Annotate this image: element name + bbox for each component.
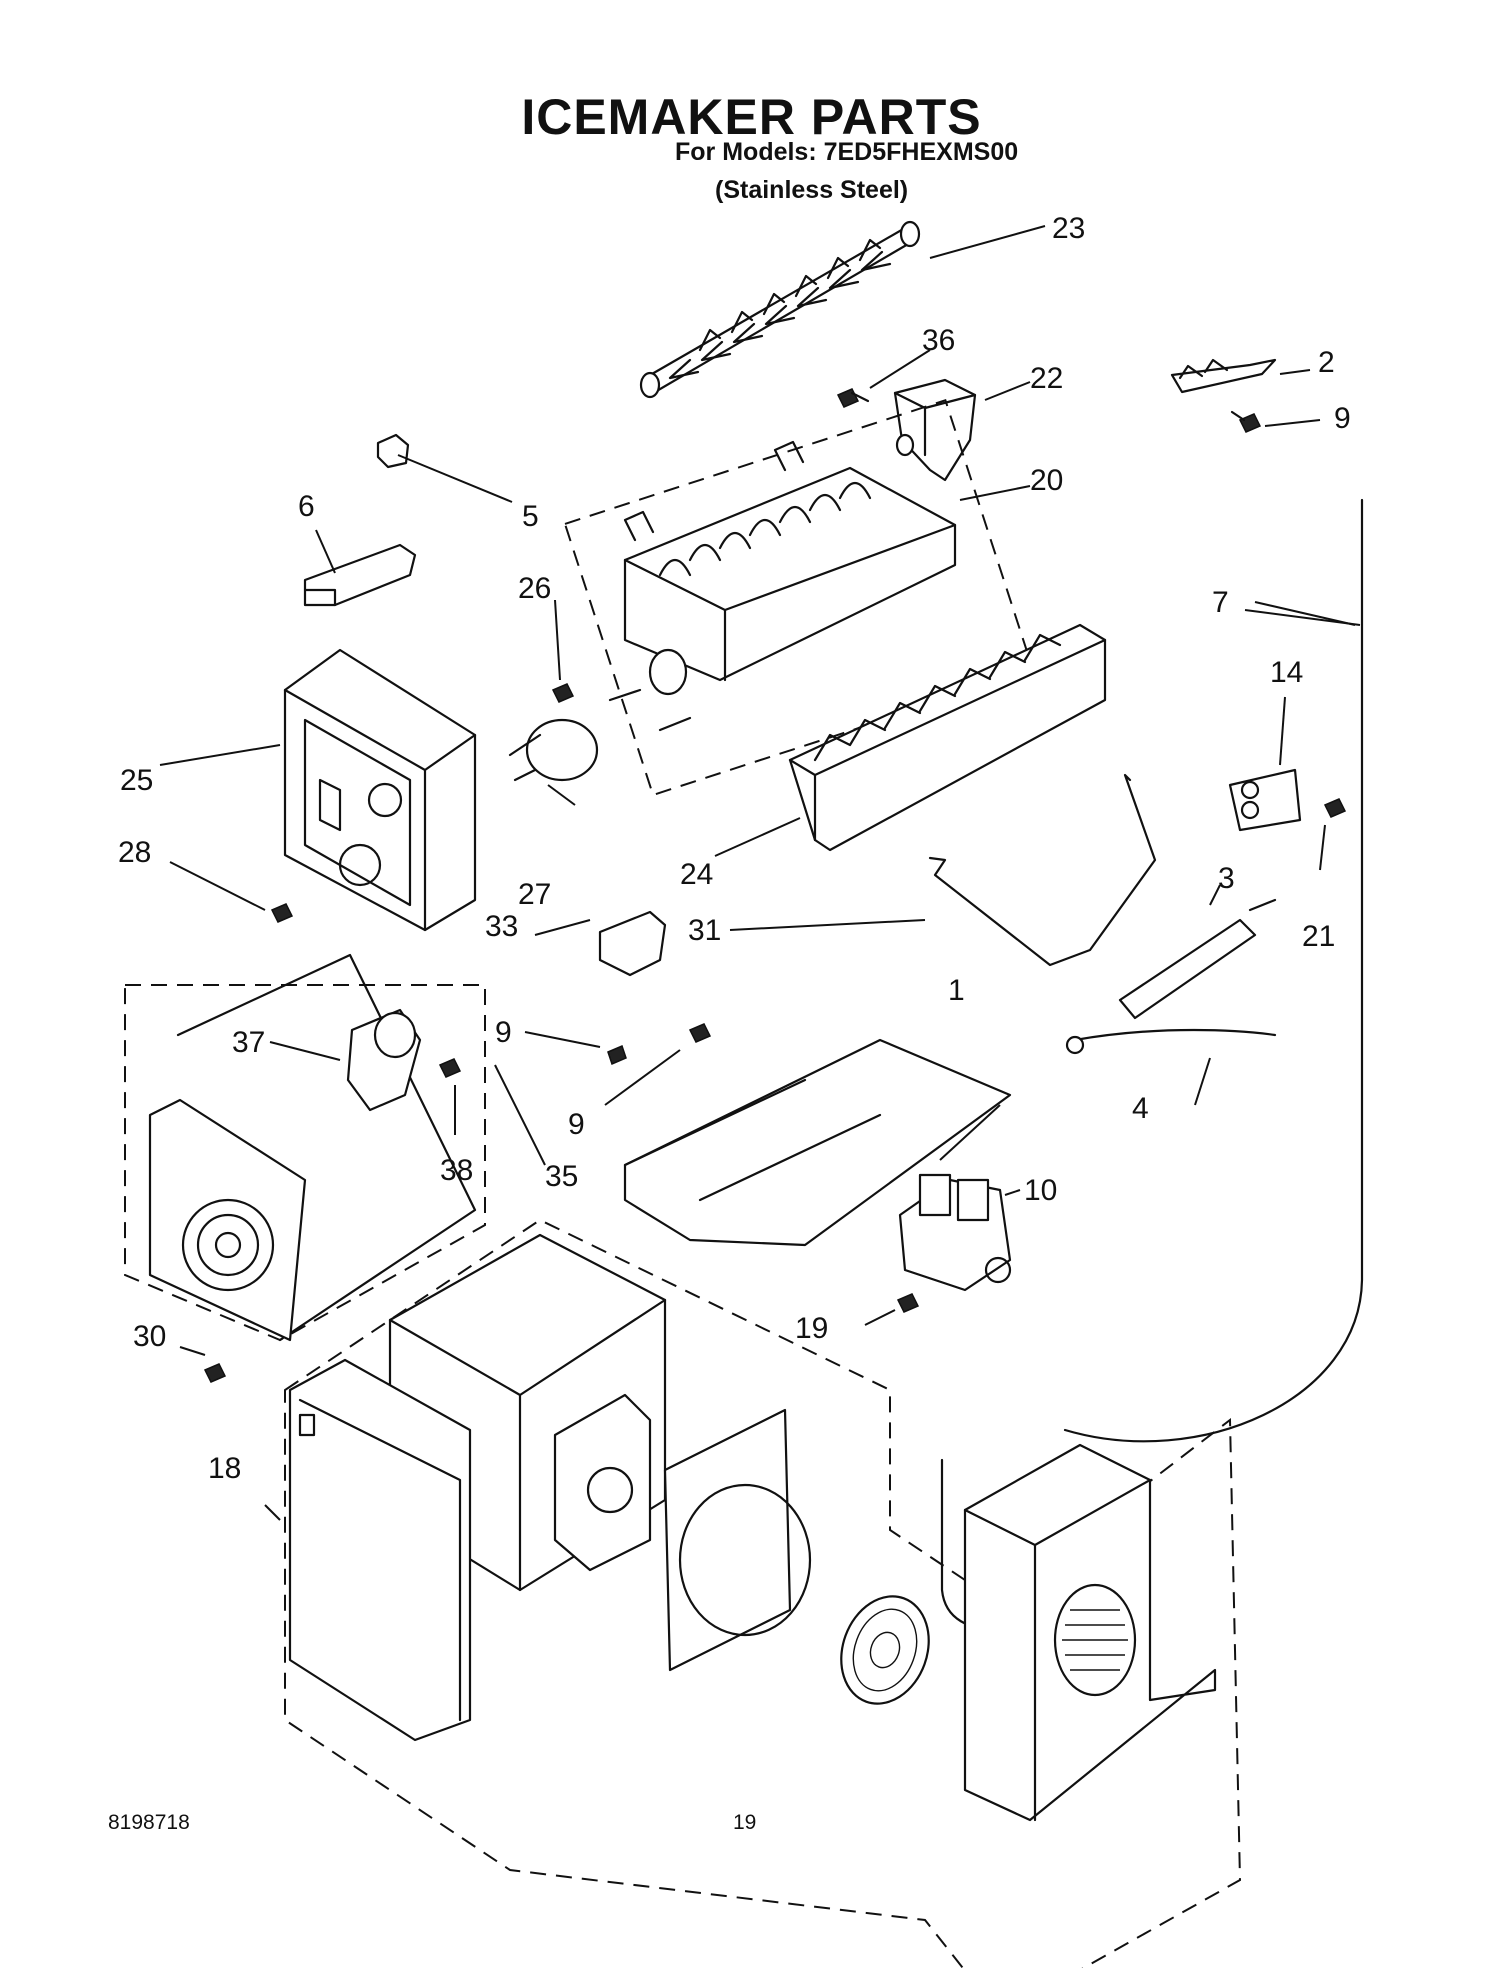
callout-37: 37 [232, 1026, 265, 1059]
part-9-screw-mid [607, 1023, 712, 1066]
callout-36: 36 [922, 324, 955, 357]
part-2-clip [1170, 358, 1277, 394]
callout-5: 5 [522, 500, 539, 533]
callout-18: 18 [208, 1452, 241, 1485]
callout-9-low: 9 [568, 1108, 585, 1141]
callout-2: 2 [1318, 346, 1335, 379]
part-4-hose [1065, 1028, 1277, 1055]
callout-6: 6 [298, 490, 315, 523]
part-26-clip [551, 683, 575, 703]
document-number: 8198718 [108, 1811, 190, 1834]
callout-10: 10 [1024, 1174, 1057, 1207]
callout-33: 33 [485, 910, 518, 943]
callout-14: 14 [1270, 656, 1303, 689]
duct-housing [963, 1443, 1217, 1822]
callout-7: 7 [1212, 586, 1229, 619]
callout-labels: 23 36 22 2 9 20 5 6 7 26 14 25 24 27 28 … [118, 212, 1351, 1485]
part-14-bracket [1228, 768, 1302, 832]
gear-module [148, 1098, 307, 1342]
part-6-cover [303, 543, 417, 607]
front-panel [288, 1358, 472, 1742]
callout-30: 30 [133, 1320, 166, 1353]
part-22-fill-cup [893, 378, 977, 482]
part-20-group-outline [563, 399, 1035, 797]
callout-25: 25 [120, 764, 153, 797]
callout-28: 28 [118, 836, 151, 869]
finish-line: (Stainless Steel) [715, 176, 909, 204]
part-38-screw [438, 1058, 462, 1078]
part-18-group-outline [284, 1218, 1242, 1968]
models-line: For Models: 7ED5FHEXMS00 [675, 138, 1019, 166]
group-edge [176, 953, 477, 1342]
callout-23: 23 [1052, 212, 1085, 245]
part-24-cover [788, 623, 1107, 852]
part-21-screw [1323, 798, 1347, 818]
part-1-shield [623, 1038, 1012, 1247]
part-30-screw [203, 1363, 227, 1383]
fan-blade [840, 1595, 930, 1705]
page-number: 19 [733, 1811, 757, 1834]
part-20-mold [608, 440, 957, 732]
part-37-shutoff-arm [346, 1008, 422, 1112]
callout-22: 22 [1030, 362, 1063, 395]
part-27-motor [508, 718, 599, 782]
part-36-screw [836, 388, 870, 408]
leader-lines [159, 225, 1361, 1521]
callout-20: 20 [1030, 464, 1063, 497]
part-19-screw [896, 1293, 920, 1313]
fan-motor [553, 1393, 652, 1572]
callout-9-mid: 9 [495, 1016, 512, 1049]
part-28-screw [270, 903, 294, 923]
fan-bracket [663, 1408, 812, 1672]
part-23-ejector [639, 220, 921, 399]
callout-4: 4 [1132, 1092, 1149, 1125]
part-33-bracket [598, 910, 667, 977]
callout-24: 24 [680, 858, 713, 891]
part-9-screw-top [1230, 410, 1262, 433]
callout-9-top: 9 [1334, 402, 1351, 435]
part-3-fill-tube [1118, 898, 1277, 1020]
callout-38: 38 [440, 1154, 473, 1187]
callout-21: 21 [1302, 920, 1335, 953]
page-title: ICEMAKER PARTS [521, 89, 982, 145]
part-5-clip [376, 433, 410, 469]
part-35-group-outline [124, 984, 486, 1342]
callout-27: 27 [518, 878, 551, 911]
callout-35: 35 [545, 1160, 578, 1193]
callout-1: 1 [948, 974, 965, 1007]
part-25-housing [283, 648, 477, 932]
callout-3: 3 [1218, 862, 1235, 895]
callout-31: 31 [688, 914, 721, 947]
part-31-shutoff-wire [928, 773, 1157, 967]
part-10-valve [898, 1173, 1012, 1292]
callout-26: 26 [518, 572, 551, 605]
callout-19: 19 [795, 1312, 828, 1345]
